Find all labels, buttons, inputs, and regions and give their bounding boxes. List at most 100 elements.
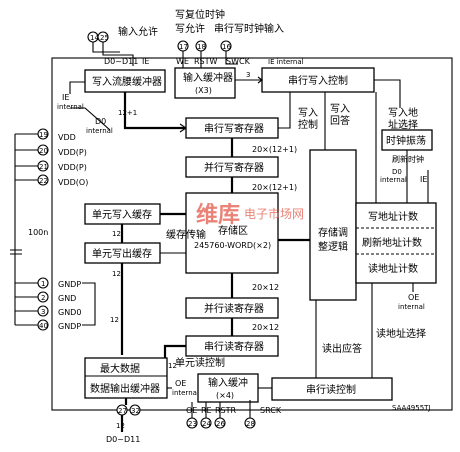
label-write-ctrl: 写入: [298, 107, 318, 119]
block-input-buffer-x4-sub: (×4): [216, 391, 234, 400]
svg-text:3: 3: [41, 308, 45, 316]
label-cap: 100n: [28, 228, 48, 237]
label-bus-2: 20×(12+1): [252, 183, 297, 192]
label-bus-4: 20×12: [252, 323, 279, 332]
label-vdd-p1: VDD(P): [58, 148, 87, 157]
block-input-buffer-x4-label: 输入缓冲: [208, 376, 248, 389]
svg-text:1: 1: [41, 280, 45, 288]
label-unit-read-ctrl: 单元读控制: [175, 356, 225, 369]
pin-25-label: 25: [100, 34, 109, 42]
block-serial-write-ctrl: [261, 67, 375, 93]
svg-text:24: 24: [202, 420, 211, 428]
svg-text:20: 20: [39, 147, 48, 155]
pin-32: [129, 404, 141, 416]
svg-text:整逻辑: 整逻辑: [318, 240, 348, 253]
pin-17-label: 17: [179, 43, 188, 51]
label-bus-1: 20×(12+1): [252, 145, 297, 154]
pin-18-label: 18: [197, 43, 206, 51]
label-input-allow: 输入允许: [118, 25, 158, 38]
svg-text:12: 12: [110, 316, 119, 324]
label-oe: OE: [408, 293, 419, 302]
svg-text:internal: internal: [398, 303, 425, 311]
svg-text:internal: internal: [86, 127, 113, 135]
svg-text:26: 26: [216, 420, 225, 428]
label-we: WE: [176, 57, 189, 66]
block-max-data-label: 最大数据: [100, 362, 140, 375]
svg-text:40: 40: [39, 322, 48, 330]
svg-text:27: 27: [118, 407, 127, 415]
block-counters: [355, 202, 437, 284]
block-parallel-read-reg-label: 并行读寄存器: [204, 302, 264, 315]
label-vdd: VDD: [58, 133, 76, 142]
block-input-buffer-x3: [174, 67, 236, 99]
block-input-buffer-top-label: 写入流腰缓冲器: [92, 75, 162, 88]
block-memory: [185, 192, 279, 274]
svg-text:21: 21: [39, 163, 48, 171]
svg-text:internal: internal: [172, 389, 199, 397]
block-unit-write-out-buf-label: 单元写出缓存: [92, 247, 152, 260]
block-timing-gen-label: 时钟振荡: [386, 134, 426, 147]
block-data-out-buf-label: 数据输出缓冲器: [90, 382, 160, 395]
label-ie-right: IE: [420, 175, 427, 184]
label-12-1: 12+1: [118, 109, 137, 117]
label-serial-write-clock: 串行写时钟输入: [214, 22, 284, 35]
svg-text:D0: D0: [392, 168, 402, 176]
svg-text:28: 28: [246, 420, 255, 428]
block-memory-sub: 245760-WORD(×2): [194, 241, 271, 250]
label-d0-d11-out: D0~D11: [106, 435, 140, 444]
watermark-text: 电子市场网: [244, 206, 304, 221]
chip-outline: [51, 57, 453, 411]
block-parallel-write-reg-label: 并行写寄存器: [204, 161, 264, 174]
block-write-addr-counter: 写地址计数: [368, 210, 418, 223]
svg-text:12: 12: [116, 422, 125, 430]
label-ie-internal-top: IE internal: [268, 58, 304, 66]
block-input-buffer-x3-sub: (X3): [195, 86, 212, 95]
label-read-answer: 读出应答: [322, 342, 362, 355]
label-rstr: RSTR: [215, 406, 237, 415]
label-vdd-p2: VDD(P): [58, 163, 87, 172]
label-oe-left: OE: [175, 379, 186, 388]
label-refresh-clock: 刷新时钟: [392, 154, 424, 164]
block-refresh-addr-counter: 刷新地址计数: [362, 236, 422, 249]
label-swck: SWCK: [226, 57, 251, 66]
block-refresh-logic: [309, 149, 357, 301]
svg-text:址选择: 址选择: [388, 118, 418, 131]
block-read-addr-counter: 读地址计数: [368, 262, 418, 275]
watermark-logo: 维库: [196, 202, 240, 228]
label-gndp2: GNDP: [58, 322, 81, 331]
block-refresh-logic-l1: 存储调: [318, 226, 348, 239]
label-d0: D0: [95, 117, 106, 126]
label-d0-d11-in: D0~D11: [104, 57, 138, 66]
label-gndo: GND0: [58, 308, 81, 317]
block-unit-write-buf-label: 单元写入缓存: [92, 208, 152, 221]
block-memory-label: 存储区: [218, 224, 248, 237]
label-gnd: GND: [58, 294, 76, 303]
block-serial-write-reg-label: 串行写寄存器: [204, 122, 264, 135]
label-rstw: RSTW: [194, 57, 218, 66]
svg-text:12: 12: [112, 230, 121, 238]
svg-text:internal: internal: [380, 176, 407, 184]
label-ie: IE: [142, 57, 149, 66]
label-read-addr-sel: 读地址选择: [376, 327, 426, 340]
pin-16-label: 16: [222, 43, 231, 51]
label-write-answer: 写入: [330, 103, 350, 115]
svg-text:19: 19: [39, 131, 48, 139]
svg-text:回答: 回答: [330, 114, 350, 127]
block-data-out: [84, 357, 168, 399]
pin-14-label: 14: [90, 34, 99, 42]
svg-text:internal: internal: [57, 103, 84, 111]
svg-text:3: 3: [246, 71, 250, 79]
label-gndp: GNDP: [58, 280, 81, 289]
label-write-allow: 写允许: [175, 22, 205, 35]
label-vdd-o: VDD(O): [58, 178, 88, 187]
svg-text:2: 2: [41, 294, 45, 302]
label-srck: SRCK: [260, 406, 282, 415]
block-serial-write-ctrl-label: 串行写入控制: [288, 74, 348, 87]
svg-text:22: 22: [39, 177, 48, 185]
label-ie-left: IE: [62, 93, 69, 102]
svg-text:23: 23: [188, 420, 197, 428]
block-serial-read-reg-label: 串行读寄存器: [204, 340, 264, 353]
svg-text:12: 12: [112, 270, 121, 278]
label-cache-transfer: 缓存传输: [166, 228, 206, 241]
